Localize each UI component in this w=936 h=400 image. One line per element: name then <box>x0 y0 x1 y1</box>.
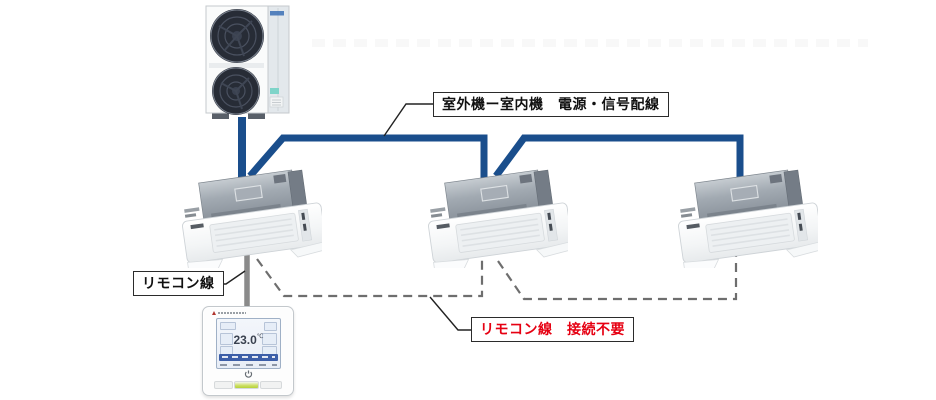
remote-wire-dashed-unit3 <box>497 256 738 301</box>
leader-line-not-required-label <box>429 296 471 331</box>
indoor-unit-3 <box>678 168 818 268</box>
faint-watermark <box>312 39 868 47</box>
remote-footer-labels <box>220 363 277 366</box>
indoor-unit-1-illustration <box>182 168 322 268</box>
remote-button-right <box>260 381 282 389</box>
remote-button-left <box>214 381 233 389</box>
leader-line-power-signal-label <box>383 103 433 137</box>
remote-status-bar <box>219 354 278 361</box>
fan-grille-bottom-icon <box>212 67 260 115</box>
temperature-unit: ℃ <box>256 334 264 340</box>
indoor-unit-2 <box>428 168 568 268</box>
remote-wire-label: リモコン線 <box>133 271 224 296</box>
fan-grille-top-icon <box>210 9 264 63</box>
remote-controller: 23.0℃ <box>202 306 294 396</box>
outdoor-unit <box>204 4 292 122</box>
sticker <box>270 88 279 94</box>
remote-screen: 23.0℃ <box>216 318 281 369</box>
remote-button-center-led <box>234 381 259 389</box>
power-icon <box>244 370 253 379</box>
outdoor-unit-illustration <box>205 5 290 119</box>
remote-buttons <box>203 381 293 389</box>
indoor-unit-3-illustration <box>678 168 818 268</box>
indoor-unit-2-illustration <box>428 168 568 268</box>
power-signal-wire-unit1-to-unit2 <box>247 134 488 179</box>
remote-wire-label-text: リモコン線 <box>142 275 215 291</box>
remote-wire-dashed-unit2 <box>256 256 484 298</box>
remote-temperature-readout: 23.0℃ <box>233 333 264 347</box>
remote-wire-not-required-label: リモコン線 接続不要 <box>471 317 634 342</box>
remote-wire-not-required-label-text: リモコン線 接続不要 <box>480 321 625 337</box>
indoor-unit-1 <box>182 168 322 268</box>
power-signal-wiring-label: 室外機ー室内機 電源・信号配線 <box>433 92 669 117</box>
power-signal-wire-unit2-to-unit3 <box>493 134 744 180</box>
power-signal-wiring-label-text: 室外機ー室内機 電源・信号配線 <box>442 96 660 112</box>
remote-brand-logo <box>212 311 246 315</box>
brand-logo <box>270 11 284 16</box>
